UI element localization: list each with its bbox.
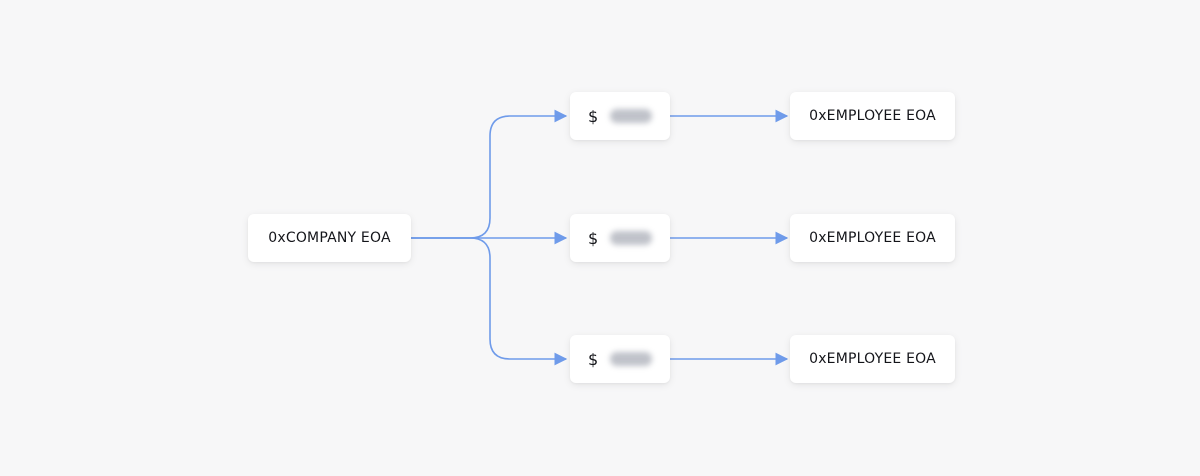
branch-arrow-top (411, 109, 568, 239)
redacted-amount (610, 109, 653, 123)
employee-eoa-label: 0xEMPLOYEE EOA (809, 230, 936, 246)
currency-symbol: $ (588, 349, 599, 369)
redacted-amount (610, 231, 653, 245)
currency-symbol: $ (588, 228, 599, 248)
branch-arrow-bottom (411, 237, 568, 366)
employee-eoa-node-1: 0xEMPLOYEE EOA (790, 92, 955, 140)
company-eoa-label: 0xCOMPANY EOA (268, 230, 391, 246)
employee-eoa-label: 0xEMPLOYEE EOA (809, 108, 936, 124)
employee-eoa-node-2: 0xEMPLOYEE EOA (790, 214, 955, 262)
amount-node-1: $ (570, 92, 670, 140)
employee-eoa-node-3: 0xEMPLOYEE EOA (790, 335, 955, 383)
currency-symbol: $ (588, 106, 599, 126)
redacted-amount (610, 352, 653, 366)
amount-node-2: $ (570, 214, 670, 262)
amount-node-3: $ (570, 335, 670, 383)
company-eoa-node: 0xCOMPANY EOA (248, 214, 411, 262)
employee-eoa-label: 0xEMPLOYEE EOA (809, 351, 936, 367)
